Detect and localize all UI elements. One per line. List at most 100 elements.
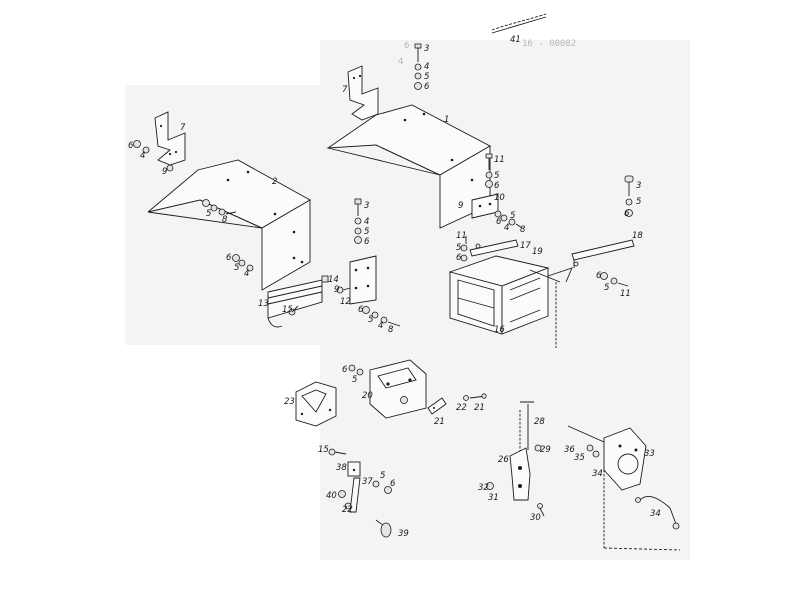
label-31: 32 [478,483,489,493]
label-5-bar: 5 [604,283,610,293]
label-29: 30 [530,513,541,523]
hardware-stack-mid [354,198,362,244]
label-19: 19 [532,247,543,257]
label-4-mid: 4 [364,217,370,227]
label-11-top: 11 [494,155,505,165]
chain-part-41 [491,13,547,34]
knob-part-39 [375,519,392,538]
label-3-top: 3 [424,44,430,54]
label-3-mid: 3 [364,201,370,211]
label-9-r: 9 [458,201,464,211]
label-14: 14 [328,275,339,285]
label-5-left: 5 [206,209,212,219]
bracket-part-20 [348,359,427,419]
bolt-part-15 [328,448,347,456]
label-30: 31 [488,493,499,503]
label-9-mid: 9 [334,285,340,295]
label-28: 29 [540,445,551,455]
label-5-r1: 5 [494,171,500,181]
label-39: 39 [398,529,409,539]
label-22: 21 [474,403,485,413]
toolbox-part-16 [448,255,550,335]
label-5-right: 5 [636,197,642,207]
label-6-20: 6 [342,365,348,375]
label-33: 34 [650,509,661,519]
label-4-r2: 4 [504,223,510,233]
label-35: 35 [574,453,585,463]
label-6-r1: 6 [494,181,500,191]
label-5-fender: 5 [234,263,240,273]
label-8-lower: 8 [388,325,394,335]
label-25: 23 [284,397,295,407]
label-36: 36 [564,445,575,455]
bracket-part-25 [295,381,337,427]
label-27: 28 [534,417,545,427]
label-8-r2: 8 [520,225,526,235]
label-5-lower: 5 [368,315,374,325]
label-9-left: 9 [162,167,168,177]
hardware-left-top [133,140,174,172]
label-6-top: 6 [424,82,430,92]
label-3-right: 3 [636,181,642,191]
label-2: 2 [272,177,278,187]
label-11-bar: 11 [620,289,631,299]
label-5-r3: 5 [456,243,462,253]
label-6-mid: 6 [364,237,370,247]
plate-part-12 [336,255,377,305]
label-40: 40 [326,491,337,501]
bolt-part-22-23 [463,393,487,401]
hardware-stack-right [624,175,634,217]
rail-part-17 [460,236,519,262]
header-ref-label: 41 [510,35,521,45]
ghost-text-b: 4 [398,57,404,67]
strap-part-37-38 [338,461,392,513]
label-13: 13 [258,299,269,309]
strap-part-21 [427,397,447,415]
label-12: 12 [340,297,351,307]
label-4-top: 4 [424,62,430,72]
label-1: 1 [444,115,450,125]
label-10: 10 [494,193,505,203]
label-23-b: 22 [342,505,353,515]
hardware-below-12 [362,306,401,327]
label-5-20: 5 [352,375,358,385]
label-7-top: 7 [342,85,348,95]
label-20: 20 [362,391,373,401]
label-11-r: 11 [456,231,467,241]
ghost-code-top: 16 - 00082 [522,39,577,49]
label-4-lower: 4 [378,321,384,331]
label-6-r2: 6 [496,217,502,227]
fender-part-1 [326,104,491,229]
label-4-fender: 4 [244,269,250,279]
label-26: 26 [498,455,509,465]
label-4-left: 4 [140,151,146,161]
label-34: 34 [592,469,603,479]
label-16: 16 [494,325,505,335]
label-6-left: 6 [128,141,134,151]
label-5-37: 5 [380,471,386,481]
hardware-stack-11 [485,153,493,188]
hardware-left-mid [202,199,254,272]
hitch-assembly-part-32 [567,425,681,551]
bracket-part-10 [471,193,523,229]
label-17: 17 [520,241,531,251]
label-37: 37 [362,477,373,487]
ghost-text-a: 6 [404,41,410,51]
label-6-r3: 6 [456,253,462,263]
label-6-lower: 6 [358,305,364,315]
label-6-37: 6 [390,479,396,489]
handle-part-33 [635,495,680,530]
label-18: 18 [632,231,643,241]
label-6-bar: 6 [596,271,602,281]
label-5-r2: 5 [510,211,516,221]
mudflap-part-13 [267,275,329,328]
label-7-left: 7 [180,123,186,133]
label-6-right: 6 [624,209,630,219]
label-6-fender: 6 [226,253,232,263]
fender-part-2 [147,159,311,291]
label-21: 21 [434,417,445,427]
bracket-part-7-top [347,65,379,121]
label-32: 33 [644,449,655,459]
